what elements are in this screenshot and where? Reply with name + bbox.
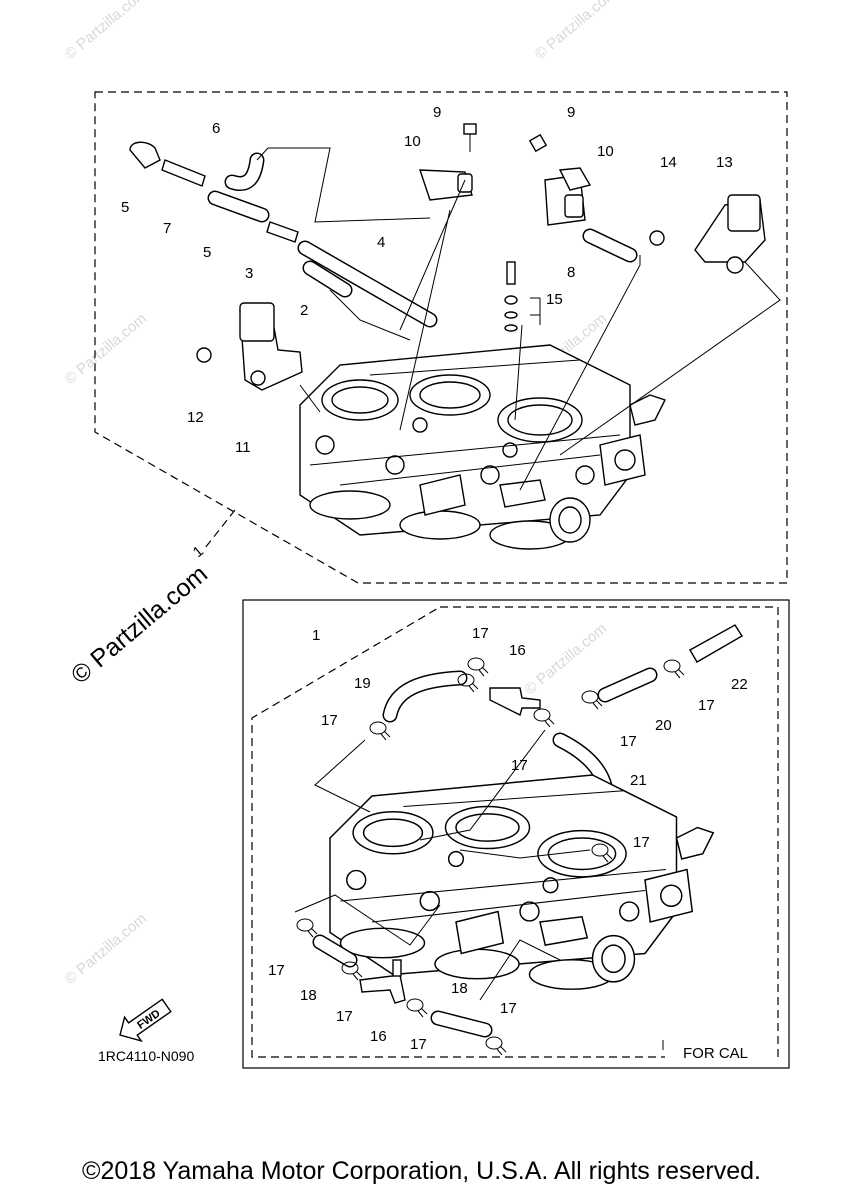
callout-label: 5: [121, 199, 129, 216]
watermark: © Partzilla.com: [522, 620, 610, 698]
watermark: © Partzilla.com: [532, 0, 620, 63]
for-cal-label: FOR CAL: [683, 1045, 748, 1062]
callout-label: 17: [511, 757, 528, 774]
callout-label: 6: [212, 120, 220, 137]
callout-label: 4: [377, 234, 385, 251]
callout-label: 17: [698, 697, 715, 714]
top-parts: [129, 123, 781, 550]
callout-label: 13: [716, 154, 733, 171]
watermark-large: © Partzilla.com: [66, 560, 213, 690]
callout-label: 5: [203, 244, 211, 261]
for-cal-label-bg: [665, 1040, 777, 1064]
callout-label: 17: [410, 1036, 427, 1053]
watermark: © Partzilla.com: [62, 0, 150, 63]
diagram-code: 1RC4110-N090: [98, 1048, 194, 1064]
bottom-parts: [294, 624, 743, 1056]
callout-label: 19: [354, 675, 371, 692]
callout-label: 12: [187, 409, 204, 426]
callout-label: 16: [370, 1028, 387, 1045]
joint-part-3: [266, 221, 299, 243]
callout-label: 17: [633, 834, 650, 851]
callout-label: 7: [163, 220, 171, 237]
callout-label: 20: [655, 717, 672, 734]
callout-label: 17: [500, 1000, 517, 1017]
callout-label: 10: [597, 143, 614, 160]
fitting-part-22: [689, 624, 743, 663]
callout-label: 9: [433, 104, 441, 121]
callouts-top: 1 2 3 4 5 5 6 7 8 9 9 10 10 11 12 13 14 …: [121, 104, 733, 561]
callout-label: 3: [245, 265, 253, 282]
watermark: © Partzilla.com: [62, 310, 150, 388]
fitting-part-7: [161, 159, 206, 187]
forward-arrow-icon: FWD: [119, 998, 172, 1043]
callout-label: 17: [321, 712, 338, 729]
callout-label: 17: [336, 1008, 353, 1025]
for-cal-frame: [242, 599, 790, 1069]
assembly-boundary-top: [94, 91, 788, 584]
callout-label: 18: [451, 980, 468, 997]
throttle-body-bottom: [329, 774, 714, 990]
hose-cap-part-5: [129, 141, 161, 169]
joint-part-16-top: [489, 687, 541, 717]
callout-label: 17: [472, 625, 489, 642]
callout-label: 17: [268, 962, 285, 979]
callout-label: 22: [731, 676, 748, 693]
callout-label: 21: [630, 772, 647, 789]
callout-label: 9: [567, 104, 575, 121]
copyright-notice: ©2018 Yamaha Motor Corporation, U.S.A. A…: [82, 1157, 761, 1185]
callout-label: 18: [300, 987, 317, 1004]
callout-label: 17: [620, 733, 637, 750]
assembly-leader-1: [204, 509, 236, 549]
callout-label: 1: [190, 543, 207, 561]
callout-label: 10: [404, 133, 421, 150]
throttle-body-top: [299, 344, 666, 550]
callout-label: 1: [312, 627, 320, 644]
callouts-bottom: 1 17 16 19 17 17 17 20 17 22 21 17 17 18…: [268, 625, 748, 1053]
callout-label: 8: [567, 264, 575, 281]
callout-label: 2: [300, 302, 308, 319]
callout-label: 14: [660, 154, 677, 171]
callout-label: 11: [235, 439, 251, 456]
callout-label: 15: [546, 291, 563, 308]
joint-part-16-bottom: [359, 974, 406, 1004]
watermark: © Partzilla.com: [62, 910, 150, 988]
callout-label: 16: [509, 642, 526, 659]
